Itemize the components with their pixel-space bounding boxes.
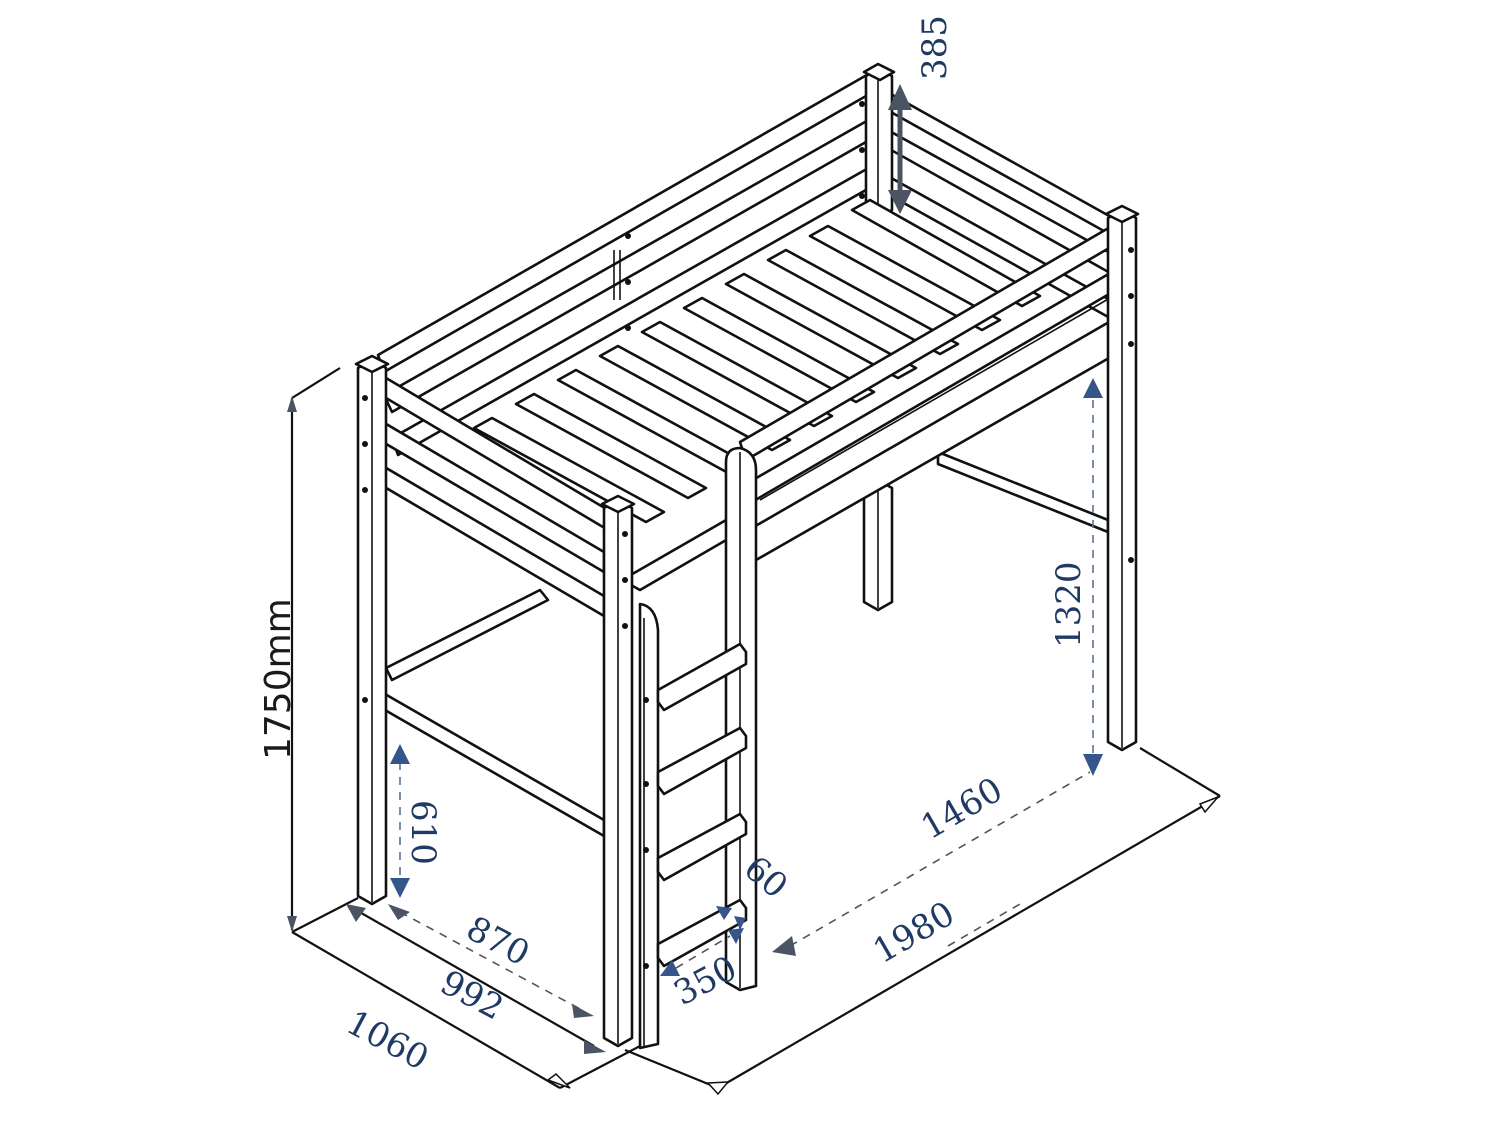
- dimension-overall-height: 1750mm: [258, 367, 341, 932]
- back-frame: [376, 62, 1122, 682]
- bed-width-label: 992: [434, 963, 510, 1029]
- left-end-frame: [354, 354, 636, 1048]
- clearance-label: 1320: [1049, 561, 1089, 648]
- front-long-side: [620, 204, 1140, 992]
- overall-length-label: 1980: [867, 894, 962, 972]
- guardrail-height-label: 385: [915, 15, 955, 80]
- dimension-under-bed-clearance: 1320: [1049, 378, 1103, 776]
- dimension-guardrail-height: 385: [888, 15, 955, 214]
- dimension-end-rail-height: 610: [390, 744, 443, 898]
- overall-height-label: 1750mm: [258, 598, 299, 760]
- dimension-overall-width: 1060: [340, 1003, 435, 1079]
- dimension-overall-length: 1980: [867, 894, 1021, 972]
- overall-width-label: 1060: [340, 1003, 435, 1079]
- floor-outline: [291, 747, 1221, 1096]
- inner-length-label: 1460: [915, 770, 1010, 848]
- end-rail-height-label: 610: [403, 800, 443, 865]
